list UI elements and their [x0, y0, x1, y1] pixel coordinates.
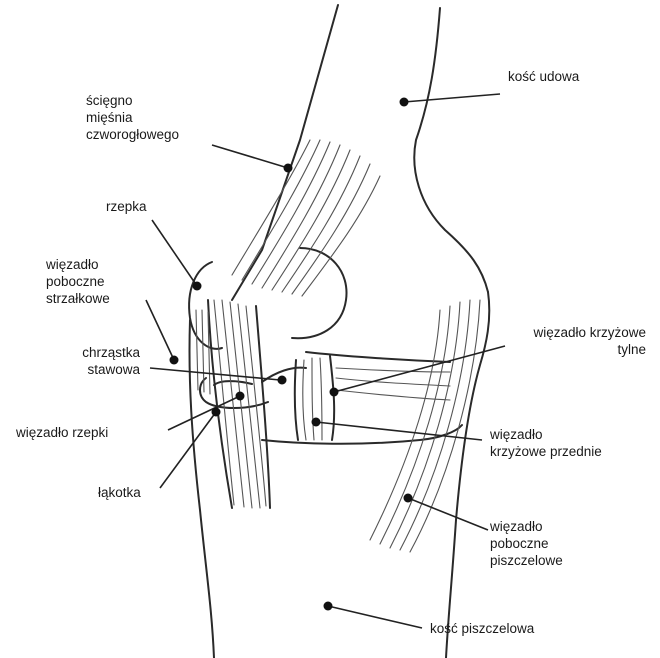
label-wiezadlo-poboczne-piszczelowe: więzadło poboczne piszczelowe [490, 518, 563, 569]
label-wiezadlo-krzyzowe-przednie: więzadło krzyżowe przednie [490, 426, 602, 460]
label-kosc-udowa: kość udowa [508, 68, 579, 85]
quadriceps-tendon-fibers [232, 140, 380, 296]
tibia-front-outline [189, 320, 214, 658]
femoral-condyle-outline [292, 248, 347, 338]
label-lakotka: łąkotka [98, 484, 141, 501]
femur-back-outline [414, 8, 488, 292]
medial-collateral-ligament-fibers [370, 300, 480, 552]
label-wiezadlo-poboczne-strzalkowe: więzadło poboczne strzałkowe [46, 256, 110, 307]
femur-front-outline [232, 5, 338, 300]
label-chrzastka-stawowa: chrząstka stawowa [36, 344, 140, 378]
label-kosc-piszczelowa: kość piszczelowa [430, 620, 534, 637]
label-wiezadlo-krzyzowe-tylne: więzadło krzyżowe tylne [496, 324, 646, 358]
tibia-back-outline [446, 292, 489, 658]
label-wiezadlo-rzepki: więzadło rzepki [16, 424, 108, 441]
label-rzepka: rzepka [106, 198, 147, 215]
label-sciegno-miesnia-czworoglowego: ścięgno mięśnia czworogłowego [86, 92, 179, 143]
cruciate-ligament-fibers [295, 352, 450, 440]
leader-lines [146, 94, 505, 628]
